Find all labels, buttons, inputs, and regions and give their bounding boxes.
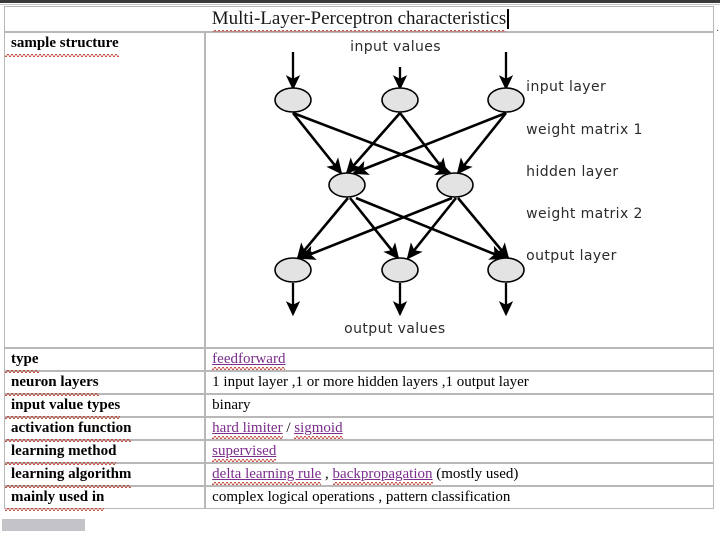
stray-dots-mark: .. [712,22,720,34]
row-value-cell: supervised [205,440,714,463]
row-value: complex logical operations , pattern cla… [206,487,713,508]
row-label-type: type [5,349,39,373]
row-label-input-value-types: input value types [5,395,121,419]
diagram-cell: input values output values input layer w… [205,32,714,348]
row-label-learning-method: learning method [5,441,117,465]
row-label-cell: type [4,348,206,373]
title-cell[interactable]: Multi-Layer-Perceptron characteristics [4,6,714,33]
title-row: Multi-Layer-Perceptron characteristics [4,6,714,33]
input-layer-neurons [274,87,525,113]
value-text: 1 input layer ,1 or more hidden layers ,… [212,374,529,390]
row-value-cell: binary [205,394,714,417]
row-label-cell: neuron layers [4,371,206,396]
table-row: input value types binary [4,394,714,419]
value-text: complex logical operations , pattern cla… [212,489,511,505]
diagram-caption-input-values: input values [350,39,441,55]
table-row: learning algorithm delta learning rule , … [4,463,714,488]
row-label-learning-algorithm: learning algorithm [5,464,132,488]
value-text: (mostly used) [432,466,519,482]
sample-structure-label-cell: sample structure [4,32,206,348]
page-top-rule-secondary [0,4,720,5]
value-text: binary [212,397,251,413]
value-link[interactable]: backpropagation [332,466,433,482]
row-label-cell: learning method [4,440,206,465]
hidden-layer-neurons [328,172,474,198]
value-link[interactable]: feedforward [212,351,286,367]
row-label-activation-function: activation function [5,418,132,442]
cut-off-row-stub [2,519,85,531]
row-label-sample-structure: sample structure [5,33,119,57]
sample-structure-row: sample structure input values output val… [4,32,714,348]
table-row: mainly used in complex logical operations… [4,486,714,511]
weight-matrix-2-edges [296,196,510,260]
row-value: hard limiter / sigmoid [206,418,713,439]
table-row: type feedforward [4,348,714,373]
row-label-cell: activation function [4,417,206,442]
table-row: learning method supervised [4,440,714,465]
row-label-neuron-layers: neuron layers [5,372,99,396]
page-top-rule [0,0,720,3]
row-label-cell: input value types [4,394,206,419]
row-value: 1 input layer ,1 or more hidden layers ,… [206,372,713,393]
diagram-label-input-layer: input layer [526,79,607,95]
row-value: delta learning rule , backpropagation (m… [206,464,713,485]
row-value-cell: feedforward [205,348,714,371]
diagram-label-weight-matrix-2: weight matrix 2 [526,206,643,222]
row-label-cell: learning algorithm [4,463,206,488]
diagram-caption-output-values: output values [344,321,446,337]
table-row: activation function hard limiter / sigmoi… [4,417,714,442]
row-label-cell: mainly used in [4,486,206,511]
row-value-cell: delta learning rule , backpropagation (m… [205,463,714,486]
value-link[interactable]: hard limiter [212,420,283,436]
value-text: / [282,420,295,436]
mlp-network-svg [274,52,525,317]
value-text: , [321,466,333,482]
row-value: feedforward [206,349,713,370]
value-link[interactable]: delta learning rule [212,466,322,482]
value-link[interactable]: supervised [212,443,277,459]
page-title: Multi-Layer-Perceptron characteristics [211,8,509,33]
diagram-label-hidden-layer: hidden layer [526,164,619,180]
row-value-cell: 1 input layer ,1 or more hidden layers ,… [205,371,714,394]
output-layer-neurons [274,257,525,283]
row-value-cell: complex logical operations , pattern cla… [205,486,714,509]
row-label-mainly-used-in: mainly used in [5,487,105,511]
input-arrows [286,52,514,91]
output-arrows [286,283,514,317]
diagram-label-weight-matrix-1: weight matrix 1 [526,122,643,138]
value-link[interactable]: sigmoid [294,420,343,436]
row-value: supervised [206,441,713,462]
row-value: binary [206,395,713,416]
mlp-characteristics-table: Multi-Layer-Perceptron characteristics s… [4,6,714,511]
mlp-diagram: input values output values input layer w… [206,33,713,347]
diagram-label-output-layer: output layer [526,248,617,264]
table-row: neuron layers 1 input layer ,1 or more hi… [4,371,714,396]
row-value-cell: hard limiter / sigmoid [205,417,714,440]
weight-matrix-1-edges [292,111,508,176]
